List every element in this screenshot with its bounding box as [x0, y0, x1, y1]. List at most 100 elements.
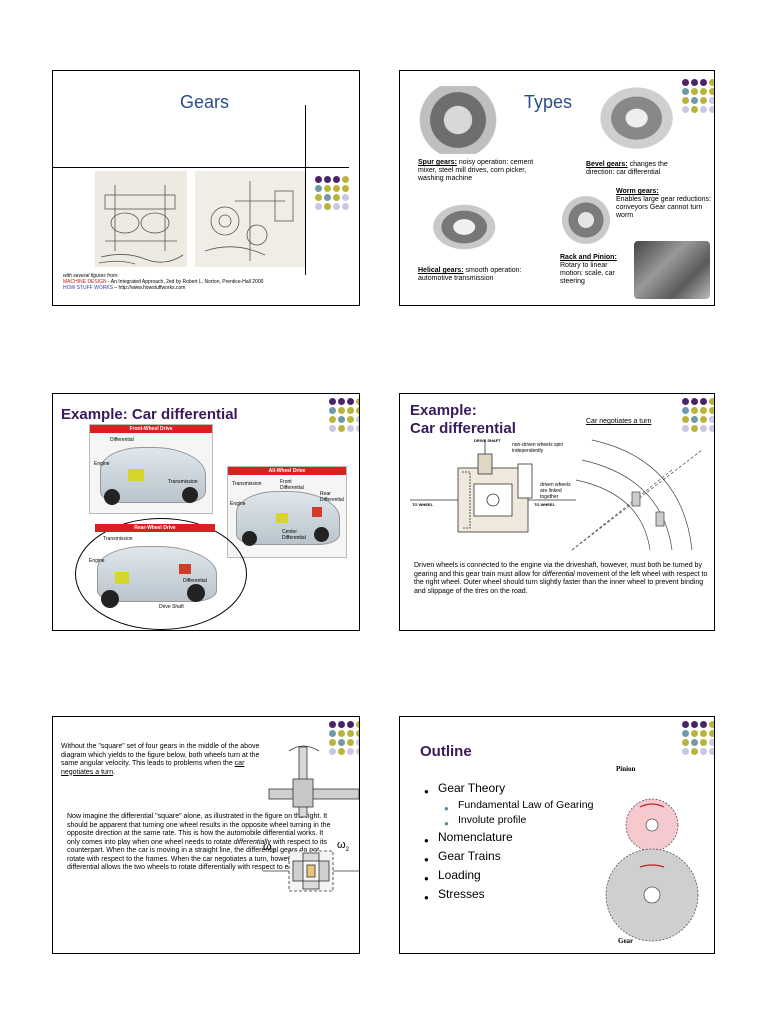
fwd-wheel-rear [182, 487, 198, 503]
decorative-dot [682, 730, 689, 737]
decorative-dot [347, 425, 354, 432]
davinci-sketch-right [195, 171, 305, 267]
paragraph-1-end: . [113, 768, 116, 776]
slide-car-differential-drives: Example: Car differential Front-Wheel Dr… [52, 393, 360, 631]
decorative-dot [709, 106, 714, 113]
decorative-dot [356, 721, 359, 728]
paragraph-2-italic: differentially [233, 838, 271, 846]
bevel-gear-label: Bevel gears: [586, 161, 628, 168]
explanation-italic: differential [542, 570, 575, 578]
omega-1-subscript: 1 [271, 849, 275, 856]
decorative-dot [709, 721, 714, 728]
omega-2-symbol: ω [337, 839, 346, 851]
decorative-dot [682, 739, 689, 746]
fwd-banner: Front-Wheel Drive [90, 425, 212, 433]
decorative-dot [709, 79, 714, 86]
decorative-dot [342, 176, 349, 183]
decorative-dot [691, 739, 698, 746]
decorative-dot [338, 739, 345, 746]
slide-title: Gears [180, 92, 230, 112]
slide-outline: Outline Gear Theory Fundamental Law of G… [399, 716, 715, 954]
rwd-diagram: Rear-Wheel Drive Transmission Engine Dif… [87, 524, 223, 620]
pinion-gear-diagram [605, 798, 699, 942]
decorative-dots [329, 398, 359, 432]
decorative-dot [329, 730, 336, 737]
decorative-dot [347, 416, 354, 423]
decorative-dot [338, 721, 345, 728]
bevel-gear-photo [586, 83, 678, 161]
pinion-label: Pinion [616, 765, 636, 773]
awd-banner: All-Wheel Drive [228, 467, 346, 475]
outline-items: Gear Theory Fundamental Law of Gearing I… [424, 779, 624, 907]
decorative-dot [324, 194, 331, 201]
slide-title: Types [524, 92, 573, 112]
title-line-2: Car differential [410, 420, 516, 437]
rack-pinion-photo [634, 241, 710, 299]
decorative-dot [691, 748, 698, 755]
divider-vertical [305, 105, 306, 275]
rwd-part-transmission: Transmission [103, 536, 133, 542]
decorative-dot [329, 407, 336, 414]
awd-diagram: All-Wheel Drive Transmission Front Diffe… [227, 466, 347, 558]
turn-link[interactable]: car negotiates a turn [61, 760, 245, 776]
credit-2-link[interactable]: HOW STUFF WORKS [63, 285, 113, 291]
fwd-engine [128, 469, 144, 481]
decorative-dot [691, 106, 698, 113]
decorative-dot [682, 88, 689, 95]
paragraph-2-rest: with respect to its counterpart. When th… [67, 838, 327, 872]
outline-item-nomenclature: Nomenclature [424, 828, 624, 850]
decorative-dot [356, 407, 359, 414]
spur-gear-label: Spur gears: [418, 159, 457, 166]
bevel-axle-diagram [268, 745, 359, 818]
decorative-dot [333, 194, 340, 201]
outline-item-gear-theory: Gear Theory Fundamental Law of Gearing I… [424, 779, 624, 831]
decorative-dot [315, 185, 322, 192]
decorative-dot [682, 79, 689, 86]
slide-gear-types: Types Spur gears: noisy operation: cemen… [399, 70, 715, 306]
decorative-dot [682, 106, 689, 113]
awd-part-rear-diff: Rear Differential [320, 491, 344, 503]
decorative-dot [347, 721, 354, 728]
decorative-dot [324, 185, 331, 192]
fwd-part-engine: Engine [94, 461, 110, 467]
bevel-gear-desc: changes the direction: car differential [586, 161, 668, 176]
fwd-part-transmission: Transmission [168, 479, 198, 485]
decorative-dot [324, 176, 331, 183]
outline-subitem-fundamental-law: Fundamental Law of Gearing [444, 798, 624, 816]
outline-subitem-involute: Involute profile [444, 813, 624, 831]
decorative-dot [347, 739, 354, 746]
credit-1-link[interactable]: MACHINE DESIGN [63, 279, 107, 285]
decorative-dot [347, 407, 354, 414]
outline-subitems: Fundamental Law of Gearing Involute prof… [444, 798, 624, 831]
paragraph-2: Now imagine the differential "square" al… [67, 813, 337, 873]
decorative-dot [700, 398, 707, 405]
differential-square-diagram [263, 850, 359, 892]
outline-item-stresses: Stresses [424, 885, 624, 907]
decorative-dot [356, 739, 359, 746]
rwd-highlight-ellipse [75, 518, 247, 630]
decorative-dot [338, 425, 345, 432]
slide-title: Example: Car differential [410, 402, 516, 438]
rwd-part-differential: Differential [183, 578, 207, 584]
decorative-dot [700, 425, 707, 432]
decorative-dot [691, 416, 698, 423]
decorative-dot [709, 398, 714, 405]
awd-part-transmission: Transmission [232, 481, 262, 487]
decorative-dot [691, 88, 698, 95]
decorative-dot [700, 730, 707, 737]
decorative-dot [338, 416, 345, 423]
decorative-dot [333, 203, 340, 210]
rwd-part-driveshaft: Drive Shaft [159, 604, 184, 610]
credit-1-text: - An Integrated Approach, 2ed by Robert … [106, 279, 264, 285]
rack-pinion-text: Rack and Pinion: Rotary to linear motion… [560, 254, 630, 286]
decorative-dot [709, 425, 714, 432]
spur-gear-photo [418, 86, 518, 154]
spur-gear-text: Spur gears: noisy operation: cement mixe… [418, 159, 546, 183]
credits: with several figures from: MACHINE DESIG… [63, 273, 353, 291]
decorative-dot [347, 398, 354, 405]
decorative-dot [709, 416, 714, 423]
decorative-dot [682, 97, 689, 104]
decorative-dot [329, 425, 336, 432]
spur-gear-desc: noisy operation: cement mixer, steel mil… [418, 159, 534, 182]
fwd-part-differential: Differential [110, 437, 134, 443]
